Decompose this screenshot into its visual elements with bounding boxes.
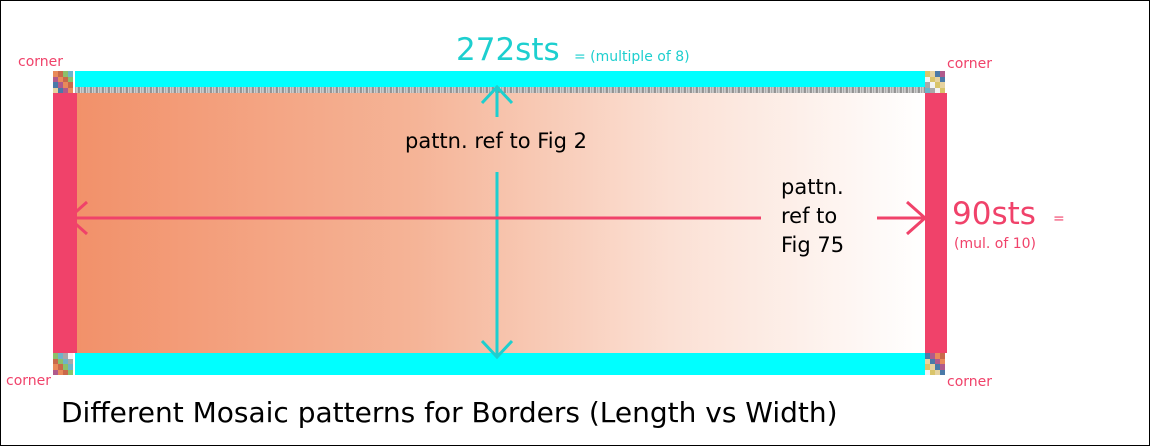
width-dimension-equals: = bbox=[1053, 211, 1065, 227]
horizontal-ref-line-1: pattn. bbox=[781, 175, 844, 199]
length-dimension-value: 272sts bbox=[456, 32, 560, 68]
vertical-pattern-reference: pattn. ref to Fig 2 bbox=[405, 129, 587, 153]
mosaic-corner-icon bbox=[53, 71, 73, 93]
top-border-band bbox=[75, 71, 925, 87]
arrow-left-icon bbox=[66, 200, 88, 236]
mosaic-corner-icon bbox=[925, 353, 945, 375]
center-pattern-area bbox=[77, 93, 925, 353]
length-dimension-note: = (multiple of 8) bbox=[574, 49, 690, 65]
diagram-caption: Different Mosaic patterns for Borders (L… bbox=[61, 396, 838, 429]
corner-label-top-right: corner bbox=[947, 56, 993, 72]
mosaic-corner-icon bbox=[925, 71, 945, 93]
horizontal-pattern-reference: pattn. ref to Fig 75 bbox=[781, 173, 844, 260]
corner-label-top-left: corner bbox=[18, 54, 64, 70]
width-dimension-value: 90sts bbox=[952, 196, 1036, 232]
width-dimension-note: (mul. of 10) bbox=[954, 236, 1036, 252]
arrow-down-icon bbox=[480, 339, 514, 360]
right-border-band bbox=[925, 93, 947, 353]
mosaic-corner-icon bbox=[53, 353, 73, 375]
corner-label-bottom-right: corner bbox=[947, 374, 993, 390]
corner-label-bottom-left: corner bbox=[6, 373, 52, 389]
horizontal-ref-line-2: ref to bbox=[781, 204, 838, 228]
arrow-up-icon bbox=[480, 84, 514, 105]
arrow-right-icon bbox=[906, 200, 928, 236]
horizontal-ref-line-3: Fig 75 bbox=[781, 233, 845, 257]
bottom-border-band bbox=[75, 353, 925, 375]
